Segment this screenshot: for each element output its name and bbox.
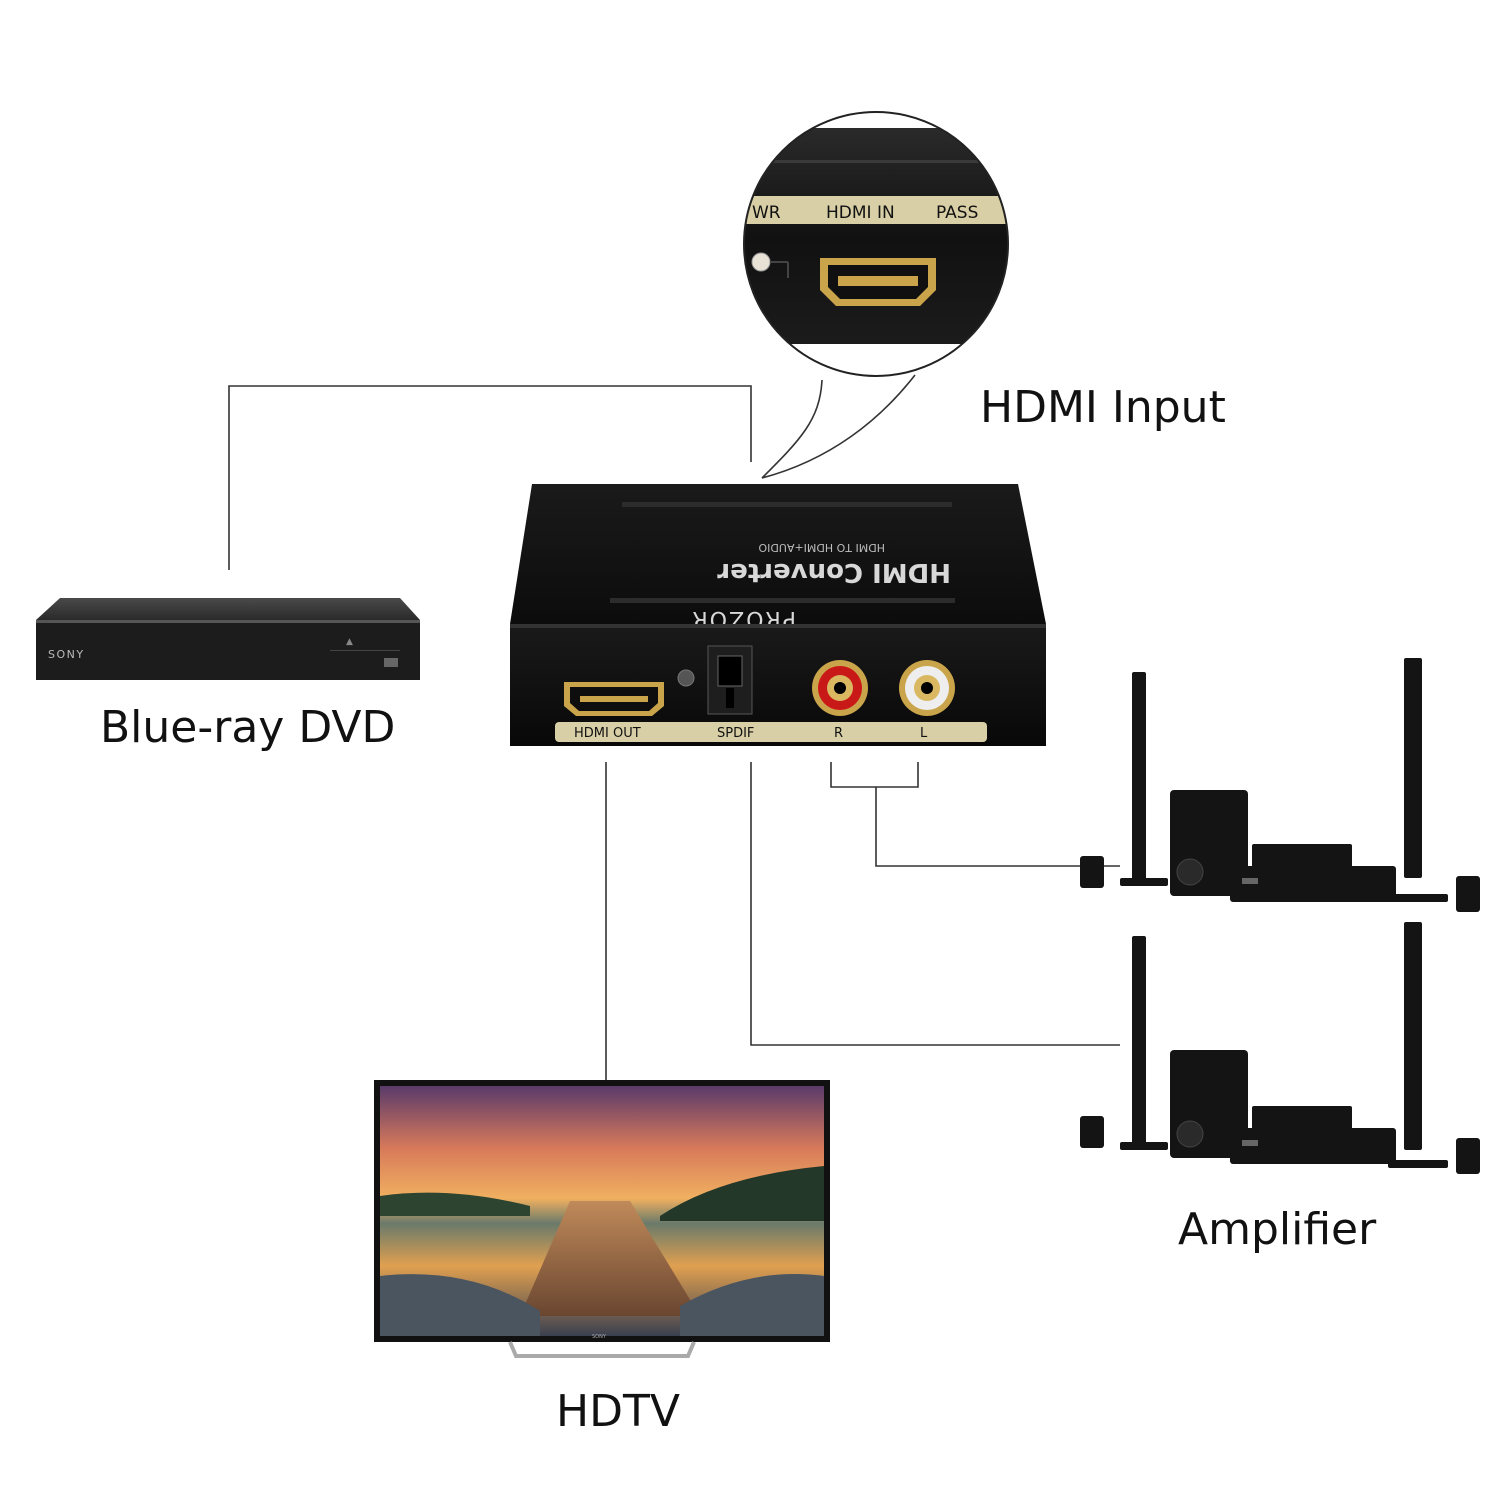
- converter-subtitle: HDMI TO HDMI+AUDIO: [758, 541, 885, 554]
- wire-spdif-to-amplifier: [750, 762, 1120, 1046]
- spdif-label: SPDIF: [717, 726, 754, 741]
- callout-tail-left: [761, 379, 823, 479]
- svg-text:▲: ▲: [346, 637, 353, 647]
- amplifier-label: Amplifier: [1178, 1204, 1377, 1255]
- satellite-speaker-icon: [1080, 1116, 1104, 1148]
- zoom-pwr-label: WR: [752, 203, 781, 223]
- tower-speaker-icon: [1132, 936, 1146, 1144]
- hdmi-out-port-icon: [564, 682, 664, 716]
- satellite-speaker-icon: [1456, 876, 1480, 912]
- tv-stand: [508, 1341, 696, 1358]
- rca-left-port-icon: [899, 660, 955, 716]
- tower-speaker-icon: [1132, 672, 1146, 880]
- zoom-label-strip: [744, 196, 1008, 224]
- bluray-label: Blue-ray DVD: [100, 702, 396, 753]
- wire-rca-to-amplifier: [875, 787, 1120, 867]
- wire-bluray-to-input: [228, 385, 752, 570]
- tower-speaker-icon: [1404, 658, 1422, 878]
- l-label: L: [920, 726, 928, 741]
- port-label-strip: [555, 722, 987, 742]
- hdtv-label: HDTV: [556, 1386, 680, 1437]
- hdmi-out-label: HDMI OUT: [574, 726, 641, 741]
- amplifier-system-upper: [1080, 658, 1480, 912]
- pwr-led-icon: [751, 252, 771, 272]
- bluray-brand: SONY: [48, 648, 85, 661]
- r-label: R: [834, 726, 843, 741]
- receiver-icon: [1230, 866, 1396, 902]
- usb-port-icon: [384, 658, 398, 667]
- status-led-icon: [677, 669, 695, 687]
- hdmi-input-zoom-callout: WR HDMI IN PASS: [743, 111, 1009, 377]
- tv-brand: SONY: [592, 1334, 607, 1340]
- converter-title: HDMI Converter: [717, 557, 951, 587]
- tower-speaker-icon: [1404, 922, 1422, 1150]
- center-speaker-icon: [1252, 844, 1352, 872]
- hdmi-converter-device: HDMI Converter HDMI TO HDMI+AUDIO PROZOR…: [510, 484, 1046, 746]
- amplifier-system-lower: [1080, 922, 1480, 1174]
- hdmi-input-label: HDMI Input: [980, 382, 1226, 433]
- bluray-player-device: SONY ▲: [36, 598, 420, 680]
- rca-right-port-icon: [812, 660, 868, 716]
- callout-tail-right: [761, 374, 916, 479]
- satellite-speaker-icon: [1456, 1138, 1480, 1174]
- hdmi-in-port-icon: [820, 258, 936, 306]
- zoom-pass-label: PASS: [936, 203, 978, 223]
- hdtv-device: SONY: [374, 1080, 830, 1358]
- receiver-icon: [1230, 1128, 1396, 1164]
- satellite-speaker-icon: [1080, 856, 1104, 888]
- zoom-hdmi-in-label: HDMI IN: [826, 203, 895, 223]
- wire-rca-pair: [830, 762, 919, 788]
- spdif-optical-port-icon: [707, 645, 753, 715]
- center-speaker-icon: [1252, 1106, 1352, 1134]
